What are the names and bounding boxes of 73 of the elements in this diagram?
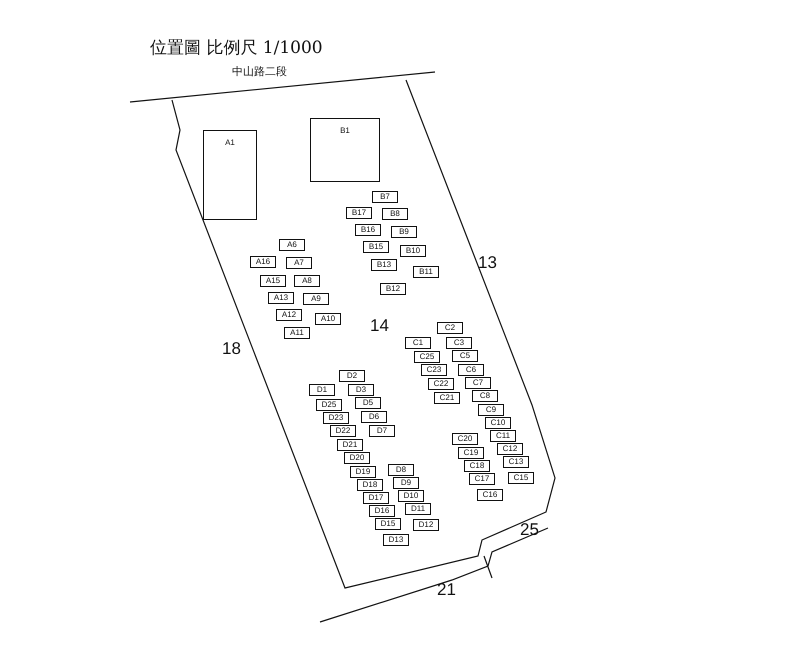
unit-box: C17: [469, 473, 495, 485]
unit-box: C15: [508, 472, 534, 484]
lot-number: 18: [222, 339, 241, 359]
unit-box: D8: [388, 464, 414, 476]
unit-box: D20: [344, 452, 370, 464]
unit-box: D19: [350, 466, 376, 478]
road-name: 中山路二段: [232, 65, 287, 79]
unit-box: A11: [284, 327, 310, 339]
unit-box: C2: [437, 322, 463, 334]
unit-box: C21: [434, 392, 460, 404]
unit-box: C16: [477, 489, 503, 501]
unit-box: B17: [346, 207, 372, 219]
unit-box: C23: [421, 364, 447, 376]
unit-box: C22: [428, 378, 454, 390]
unit-box: A8: [294, 275, 320, 287]
unit-box: D18: [357, 479, 383, 491]
unit-box: D11: [405, 503, 431, 515]
unit-box: D12: [413, 519, 439, 531]
unit-box: C6: [458, 364, 484, 376]
unit-box: D6: [361, 411, 387, 423]
unit-box: A15: [260, 275, 286, 287]
unit-box: D1: [309, 384, 335, 396]
unit-box: A10: [315, 313, 341, 325]
unit-box: B11: [413, 266, 439, 278]
unit-box: D10: [398, 490, 424, 502]
unit-box: D16: [369, 505, 395, 517]
unit-box: D9: [393, 477, 419, 489]
unit-box: B9: [391, 226, 417, 238]
unit-box: C8: [472, 390, 498, 402]
unit-box: D17: [363, 492, 389, 504]
unit-box: B8: [382, 208, 408, 220]
unit-box: D23: [323, 412, 349, 424]
unit-box: D2: [339, 370, 365, 382]
unit-box: B15: [363, 241, 389, 253]
unit-box: C13: [503, 456, 529, 468]
unit-box: A6: [279, 239, 305, 251]
unit-box: A12: [276, 309, 302, 321]
unit-box: C5: [452, 350, 478, 362]
unit-box: D3: [348, 384, 374, 396]
unit-box: B12: [380, 283, 406, 295]
lot-number: 13: [478, 253, 497, 273]
unit-box: C10: [485, 417, 511, 429]
unit-box: A16: [250, 256, 276, 268]
map-title: 位置圖 比例尺 1/1000: [150, 37, 323, 59]
unit-box: C19: [458, 447, 484, 459]
unit-box: D22: [330, 425, 356, 437]
lot-number: 25: [520, 520, 539, 540]
unit-box: D5: [355, 397, 381, 409]
unit-box: C1: [405, 337, 431, 349]
unit-box: D25: [316, 399, 342, 411]
unit-box: C25: [414, 351, 440, 363]
lot-number: 14: [370, 316, 389, 336]
unit-box: C3: [446, 337, 472, 349]
unit-box: D15: [375, 518, 401, 530]
unit-box: D7: [369, 425, 395, 437]
unit-box: C11: [490, 430, 516, 442]
unit-box: A13: [268, 292, 294, 304]
unit-box: B1: [310, 118, 380, 182]
unit-box: C20: [452, 433, 478, 445]
unit-box: C12: [497, 443, 523, 455]
unit-box: C7: [465, 377, 491, 389]
unit-box: A1: [203, 130, 257, 220]
unit-box: B16: [355, 224, 381, 236]
unit-box: D21: [337, 439, 363, 451]
unit-box: A9: [303, 293, 329, 305]
unit-box: C18: [464, 460, 490, 472]
unit-box: C9: [478, 404, 504, 416]
unit-box: B10: [400, 245, 426, 257]
unit-box: D13: [383, 534, 409, 546]
unit-box: A7: [286, 257, 312, 269]
unit-box: B13: [371, 259, 397, 271]
unit-box: B7: [372, 191, 398, 203]
lot-number: 21: [437, 580, 456, 600]
